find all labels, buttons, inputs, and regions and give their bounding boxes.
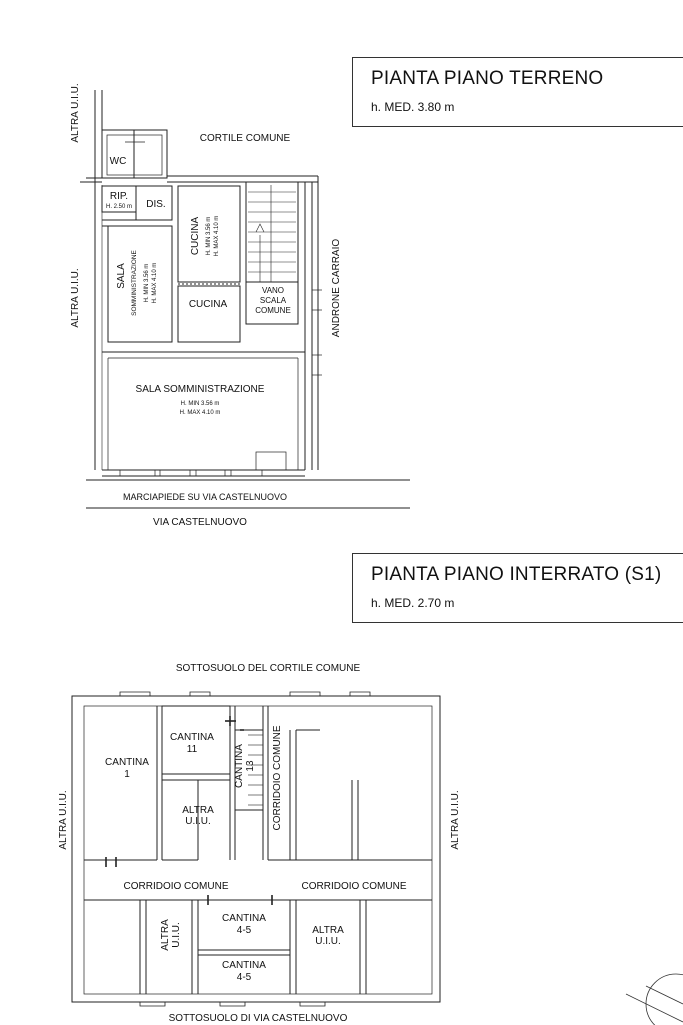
altra-uiu-inner-label: ALTRA (182, 805, 214, 816)
altra-uiu-right-room-label: ALTRA (312, 925, 344, 936)
sottosuolo-cortile-label: SOTTOSUOLO DEL CORTILE COMUNE (176, 663, 361, 674)
ground-floor-title-box: PIANTA PIANO TERRENO h. MED. 3.80 m (352, 57, 683, 127)
altra-uiu-top-label: ALTRA U.I.U. (70, 83, 81, 142)
corridoio-left-label: CORRIDOIO COMUNE (124, 881, 229, 892)
ground-floor-height: h. MED. 3.80 m (371, 100, 455, 114)
altra-uiu-right-label: ALTRA U.I.U. (450, 790, 461, 849)
sala-hmin-label: H. MIN 3.56 m (144, 264, 150, 303)
comune-label: COMUNE (255, 306, 291, 315)
via-castelnuovo-label: VIA CASTELNUOVO (153, 517, 247, 528)
dis-label: DIS. (146, 199, 165, 210)
cantina-45-top-number: 4-5 (237, 925, 252, 936)
cantina-1-label: CANTINA (105, 757, 149, 768)
rip-height-label: H. 2.50 m (106, 204, 132, 210)
basement-plan (71, 691, 441, 1007)
cantina-1-number: 1 (124, 769, 130, 780)
cucina-hmax-label: H. MAX 4.10 m (214, 216, 220, 257)
cantina-11-label: CANTINA (170, 732, 214, 743)
ground-floor-title: PIANTA PIANO TERRENO (371, 68, 604, 89)
sala-label: SALA (116, 263, 127, 289)
corridoio-vertical-label: CORRIDOIO COMUNE (272, 725, 283, 830)
basement-labels: SOTTOSUOLO DEL CORTILE COMUNE CANTINA 1 … (58, 663, 461, 1024)
cantina-45-bottom-label: CANTINA (222, 960, 266, 971)
basement-height: h. MED. 2.70 m (371, 596, 455, 610)
altra-uiu-left-label: ALTRA U.I.U. (70, 268, 81, 327)
big-room-hmax-label: H. MAX 4.10 m (180, 410, 221, 416)
corridoio-right-label: CORRIDOIO COMUNE (302, 881, 407, 892)
basement-title: PIANTA PIANO INTERRATO (S1) (371, 564, 662, 585)
sottosuolo-via-label: SOTTOSUOLO DI VIA CASTELNUOVO (169, 1013, 348, 1024)
altra-uiu-inner-sub: U.I.U. (185, 816, 211, 827)
altra-uiu-vert-sub: U.I.U. (171, 922, 182, 948)
marciapiede-label: MARCIAPIEDE SU VIA CASTELNUOVO (123, 492, 287, 502)
cantina-13-number: 13 (245, 760, 256, 772)
basement-title-box: PIANTA PIANO INTERRATO (S1) h. MED. 2.70… (352, 553, 683, 623)
scala-label: SCALA (260, 296, 287, 305)
rip-label: RIP. (110, 191, 128, 202)
cucina-upper-label: CUCINA (190, 217, 201, 256)
ground-floor-labels: ALTRA U.I.U. ALTRA U.I.U. CORTILE COMUNE… (70, 83, 342, 528)
altra-uiu-vert-label: ALTRA (160, 919, 171, 951)
vano-label: VANO (262, 286, 284, 295)
cantina-45-bottom-number: 4-5 (237, 972, 252, 983)
big-room-hmin-label: H. MIN 3.56 m (181, 401, 220, 407)
cucina-lower-label: CUCINA (189, 299, 228, 310)
north-arrow-icon (625, 973, 683, 1025)
cantina-45-top-label: CANTINA (222, 913, 266, 924)
androne-carraio-label: ANDRONE CARRAIO (331, 239, 342, 338)
altra-uiu-left-label: ALTRA U.I.U. (58, 790, 69, 849)
sala-hmax-label: H. MAX 4.10 m (152, 263, 158, 304)
somministrazione-label: SOMMINISTRAZIONE (131, 249, 138, 315)
cantina-11-number: 11 (187, 744, 198, 755)
wc-label: WC (110, 156, 127, 167)
altra-uiu-right-room-sub: U.I.U. (315, 936, 341, 947)
ground-floor-plan (80, 90, 410, 509)
cantina-13-label: CANTINA (234, 744, 245, 788)
cucina-hmin-label: H. MIN 3.56 m (206, 217, 212, 256)
sala-somministrazione-label: SALA SOMMINISTRAZIONE (136, 384, 265, 395)
cortile-comune-label: CORTILE COMUNE (200, 133, 291, 144)
